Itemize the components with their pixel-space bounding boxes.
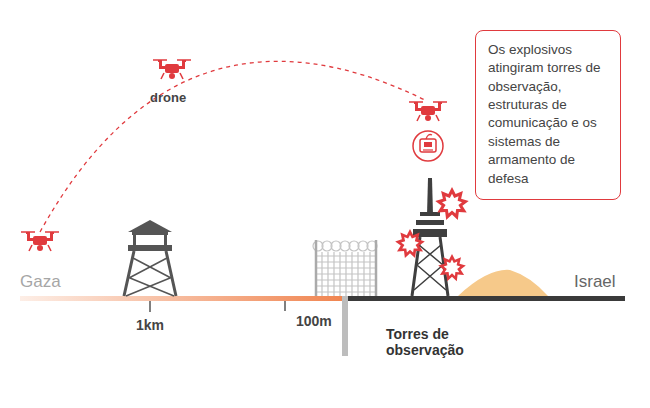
- gaza-ground: [20, 296, 345, 301]
- tower-post: [164, 235, 167, 245]
- text-label: Israel: [574, 272, 616, 292]
- distance-tick: [284, 301, 286, 311]
- tower-disc: [420, 212, 440, 216]
- explosion: [435, 187, 468, 220]
- explosion: [438, 254, 466, 281]
- tower-legs: [124, 251, 176, 296]
- text-label: Gaza: [20, 272, 61, 292]
- fence-post: [375, 240, 378, 296]
- camera: [37, 245, 43, 251]
- watchtower: [124, 220, 176, 296]
- tower-antenna: [427, 178, 433, 215]
- fence-wire: [316, 279, 376, 280]
- drone-icon: [153, 60, 191, 79]
- sand-dune: [458, 270, 548, 296]
- fence-wire: [316, 255, 376, 256]
- explosive-icon: [413, 131, 443, 161]
- landing-leg: [436, 115, 439, 121]
- drone-icon: [409, 102, 447, 121]
- drone-icon: [21, 232, 59, 251]
- landing-leg: [161, 73, 164, 79]
- propeller: [433, 101, 447, 103]
- callout-box: Os explosivos atingiram torres de observ…: [475, 30, 621, 200]
- bomb-strap: [423, 149, 433, 150]
- landing-leg: [48, 245, 51, 251]
- fence-wire: [316, 285, 376, 286]
- landing-leg: [180, 73, 183, 79]
- tower-post: [133, 235, 136, 245]
- fence-wire: [316, 273, 376, 274]
- border-pole: [342, 296, 348, 356]
- explosion-core: [444, 260, 461, 276]
- text-label: drone: [150, 91, 186, 106]
- landing-leg: [29, 245, 32, 251]
- tower-disc: [416, 220, 444, 225]
- propeller: [409, 101, 423, 103]
- bomb-wire: [426, 135, 432, 140]
- fence-post: [315, 240, 318, 296]
- explosion: [395, 229, 425, 258]
- drone-body: [33, 236, 47, 245]
- fence-wire: [316, 291, 376, 292]
- landing-leg: [417, 115, 420, 121]
- propeller: [153, 59, 167, 61]
- icon-ring: [413, 131, 443, 161]
- fence-wire: [316, 261, 376, 262]
- propeller: [45, 231, 59, 233]
- camera: [169, 73, 175, 79]
- text-label: 1km: [136, 317, 164, 333]
- propeller: [177, 59, 191, 61]
- israel-ground: [345, 296, 625, 301]
- fence-wire: [316, 267, 376, 268]
- drone-body: [421, 106, 435, 115]
- tower-roof: [128, 220, 172, 232]
- camera: [425, 115, 431, 121]
- tower-cabin: [128, 245, 172, 251]
- text-label: 100m: [296, 313, 332, 329]
- bomb-body: [420, 139, 436, 152]
- propeller: [21, 231, 35, 233]
- text-label: Torres de observação: [386, 326, 504, 358]
- drone-body: [165, 64, 179, 73]
- tower-beam: [132, 232, 168, 235]
- tower-bracing: [126, 258, 174, 296]
- border-fence: [313, 240, 377, 296]
- explosion-core: [401, 235, 419, 253]
- bomb-timer: [424, 142, 432, 147]
- flight-path: [40, 61, 425, 232]
- explosion-core: [442, 194, 462, 214]
- callout-text: Os explosivos atingiram torres de observ…: [488, 41, 608, 188]
- distance-tick: [149, 301, 151, 312]
